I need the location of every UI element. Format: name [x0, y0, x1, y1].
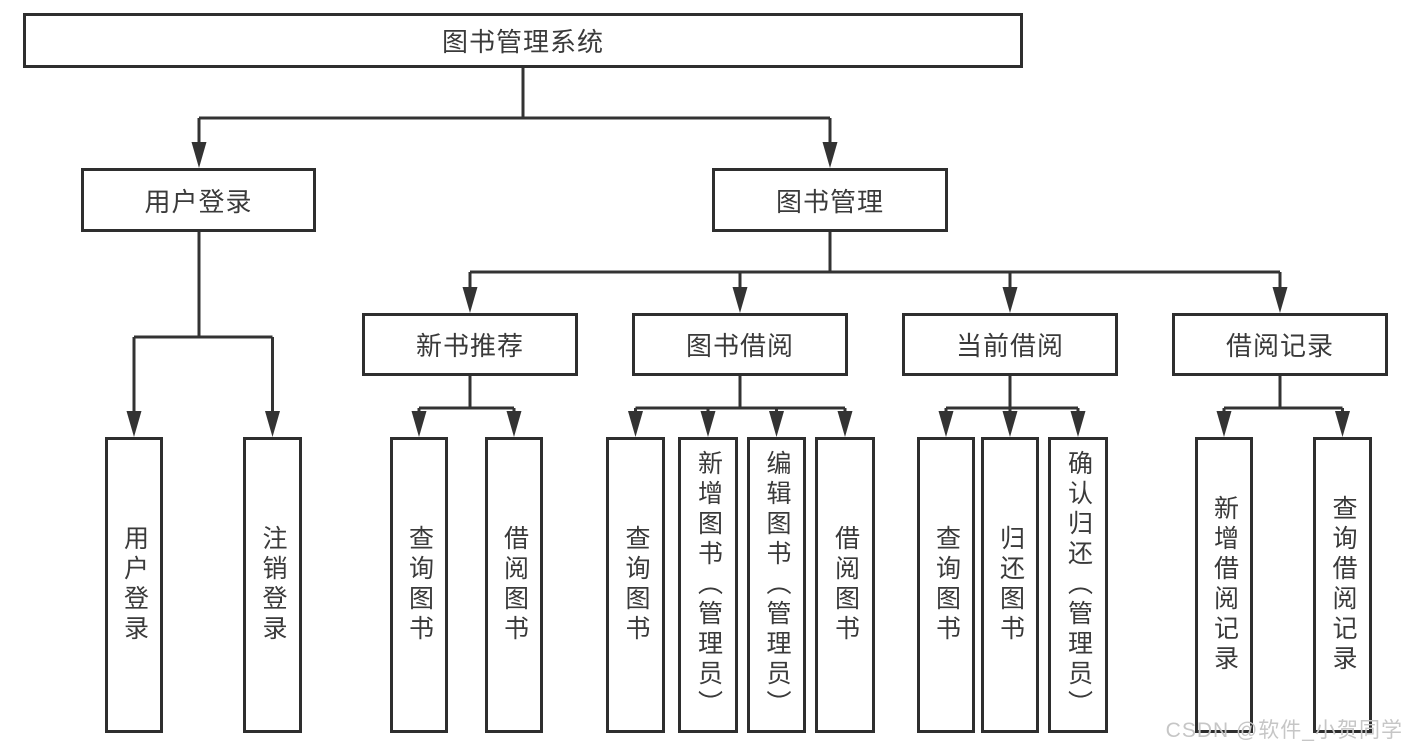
node-book-management: 图书管理 — [712, 168, 948, 232]
leaf-user-login: 用户登录 — [105, 437, 163, 733]
node-user-login: 用户登录 — [81, 168, 316, 232]
node-current-borrow: 当前借阅 — [902, 313, 1118, 376]
node-root-system: 图书管理系统 — [23, 13, 1023, 68]
leaf-edit-books-admin: 编辑图书（管理员） — [747, 437, 806, 733]
leaf-logout: 注销登录 — [243, 437, 302, 733]
node-new-book-recommend: 新书推荐 — [362, 313, 578, 376]
leaf-confirm-return-admin: 确认归还（管理员） — [1048, 437, 1108, 733]
leaf-borrow-books: 借阅图书 — [815, 437, 875, 733]
leaf-return-books: 归还图书 — [981, 437, 1039, 733]
node-borrow-records: 借阅记录 — [1172, 313, 1388, 376]
leaf-add-books-admin: 新增图书（管理员） — [678, 437, 738, 733]
csdn-watermark: CSDN @软件_小贺同学 — [1165, 719, 1403, 742]
leaf-query-books-rec: 查询图书 — [390, 437, 448, 733]
arrowheads — [126, 142, 1350, 437]
node-book-borrow: 图书借阅 — [632, 313, 848, 376]
leaf-add-borrow-record: 新增借阅记录 — [1195, 437, 1253, 733]
leaf-query-borrow-record: 查询借阅记录 — [1313, 437, 1372, 733]
leaf-query-books-borrow: 查询图书 — [606, 437, 665, 733]
leaf-borrow-books-rec: 借阅图书 — [485, 437, 543, 733]
leaf-query-books-current: 查询图书 — [917, 437, 975, 733]
